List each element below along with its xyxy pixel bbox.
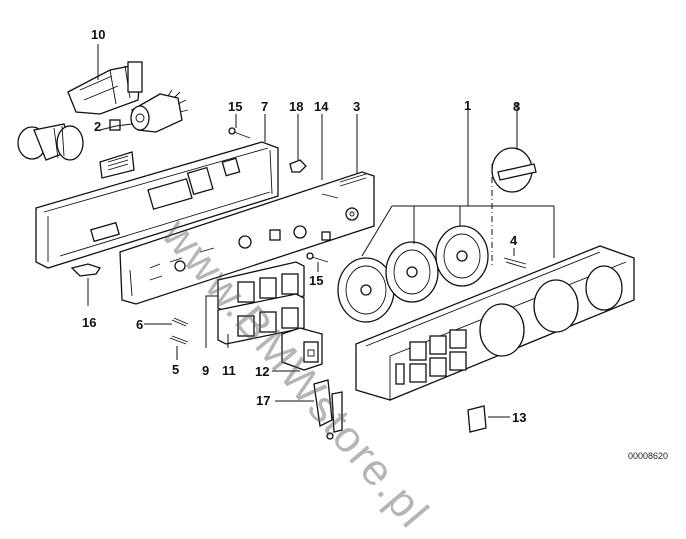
part-7-rear-frame	[35, 141, 279, 269]
callout-15-top: 15	[228, 99, 243, 114]
callout-9: 9	[202, 363, 210, 378]
part-3-circuit-board	[119, 171, 375, 305]
part-15-screw-mid	[306, 252, 329, 263]
part-2-motor	[17, 89, 189, 161]
callout-16: 16	[82, 315, 97, 330]
part-12-switch	[281, 327, 323, 371]
part-16-clip	[70, 263, 102, 277]
part-5-pins	[169, 335, 189, 345]
identification-label	[99, 151, 135, 179]
callout-11: 11	[222, 363, 236, 378]
callout-1: 1	[464, 98, 472, 113]
callout-15-mid: 15	[309, 273, 324, 288]
callout-17: 17	[256, 393, 271, 408]
part-17-bracket	[313, 379, 343, 440]
callout-13: 13	[512, 410, 527, 425]
part-4-screw	[503, 257, 527, 269]
part-18-bulb	[289, 159, 307, 173]
callout-3: 3	[353, 99, 361, 114]
diagram-reference-number: 00008620	[628, 451, 669, 461]
part-8-knob	[491, 147, 537, 193]
part-6-pins	[171, 317, 189, 327]
callout-4: 4	[510, 233, 518, 248]
front-panel	[355, 245, 635, 401]
part-15-screw-top	[228, 127, 251, 139]
callout-5: 5	[172, 362, 180, 377]
callout-2: 2	[94, 119, 102, 134]
callout-10: 10	[91, 27, 106, 42]
part-1-rotary-controls	[337, 225, 489, 323]
callout-7: 7	[261, 99, 269, 114]
callout-14: 14	[314, 99, 329, 114]
callout-6: 6	[136, 317, 144, 332]
part-13-cover	[467, 405, 487, 433]
callout-8: 8	[513, 99, 521, 114]
leader-lines	[87, 44, 555, 418]
callout-18: 18	[289, 99, 304, 114]
parts-diagram	[17, 44, 635, 440]
callout-12: 12	[255, 364, 270, 379]
part-9-11-switch-block	[217, 261, 305, 345]
part-10-actuator-housing	[67, 61, 143, 115]
